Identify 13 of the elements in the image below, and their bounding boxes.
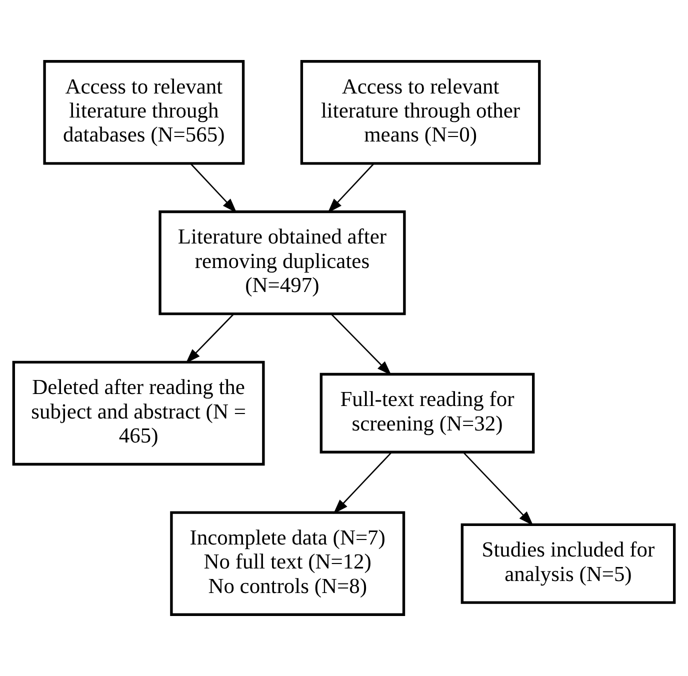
node-box: Incomplete data (N=7) No full text (N=12) No controls (N=8) [170, 511, 406, 616]
arrow [462, 452, 534, 526]
arrow [190, 163, 237, 213]
node-box: Access to relevant literature through other means (N=0) [300, 60, 541, 165]
arrow [186, 314, 234, 364]
arrow [330, 314, 392, 376]
node-box: Deleted after reading the subject and abstract (N = 465) [12, 360, 265, 466]
node-box: Studies included for analysis (N=5) [460, 523, 676, 604]
arrow [333, 452, 392, 514]
arrow [328, 163, 374, 213]
node-box: Full-text reading for screening (N=32) [320, 372, 535, 454]
node-box: Literature obtained after removing duplicates (N=497) [158, 210, 406, 316]
node-box: Access to relevant literature through databases (N=565) [43, 60, 245, 165]
